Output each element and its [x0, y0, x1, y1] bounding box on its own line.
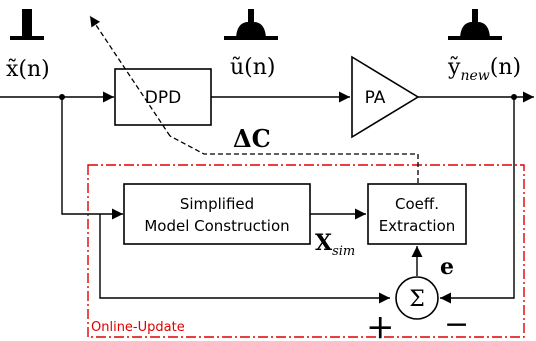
input-signal-label: x̃(n): [6, 57, 50, 82]
delta-c-label: ΔC: [233, 124, 271, 153]
sum-node: [395, 276, 439, 320]
input-to-sum-wire: [99, 214, 390, 304]
error-label: e: [440, 254, 454, 280]
input-spectrum-icon: [10, 9, 44, 40]
model-construction-line2: Model Construction: [144, 217, 289, 235]
output-feedback-wire: [440, 97, 515, 304]
sum-symbol: Σ: [409, 287, 425, 312]
coeff-extraction-line1: Coeff.: [395, 195, 439, 213]
online-update-region: [87, 164, 525, 338]
input-to-model-wire: [61, 97, 123, 220]
plus-sign: +: [366, 307, 395, 341]
dpd-block: [114, 68, 212, 126]
pa-label: PA: [365, 88, 386, 108]
coeff-extraction-block: [367, 183, 467, 245]
dpd-label: DPD: [145, 88, 181, 108]
pa-output-spectrum-icon: [448, 9, 502, 40]
pa-output-signal-label: ỹnew(n): [447, 55, 521, 84]
x-sim-label: Xsim: [315, 230, 355, 259]
coeff-extraction-line2: Extraction: [379, 217, 456, 235]
minus-sign: −: [444, 307, 469, 341]
model-construction-line1: Simplified: [180, 195, 254, 213]
adaptation-dashed-arrow: [89, 15, 171, 137]
delta-c-dashed-line: [169, 135, 419, 183]
dpd-output-signal-label: ũ(n): [230, 55, 276, 80]
pa-amplifier-triangle: [351, 55, 420, 139]
model-construction-block: [123, 183, 311, 245]
online-update-label: Online-Update: [91, 320, 185, 335]
dpd-output-spectrum-icon: [224, 9, 278, 40]
